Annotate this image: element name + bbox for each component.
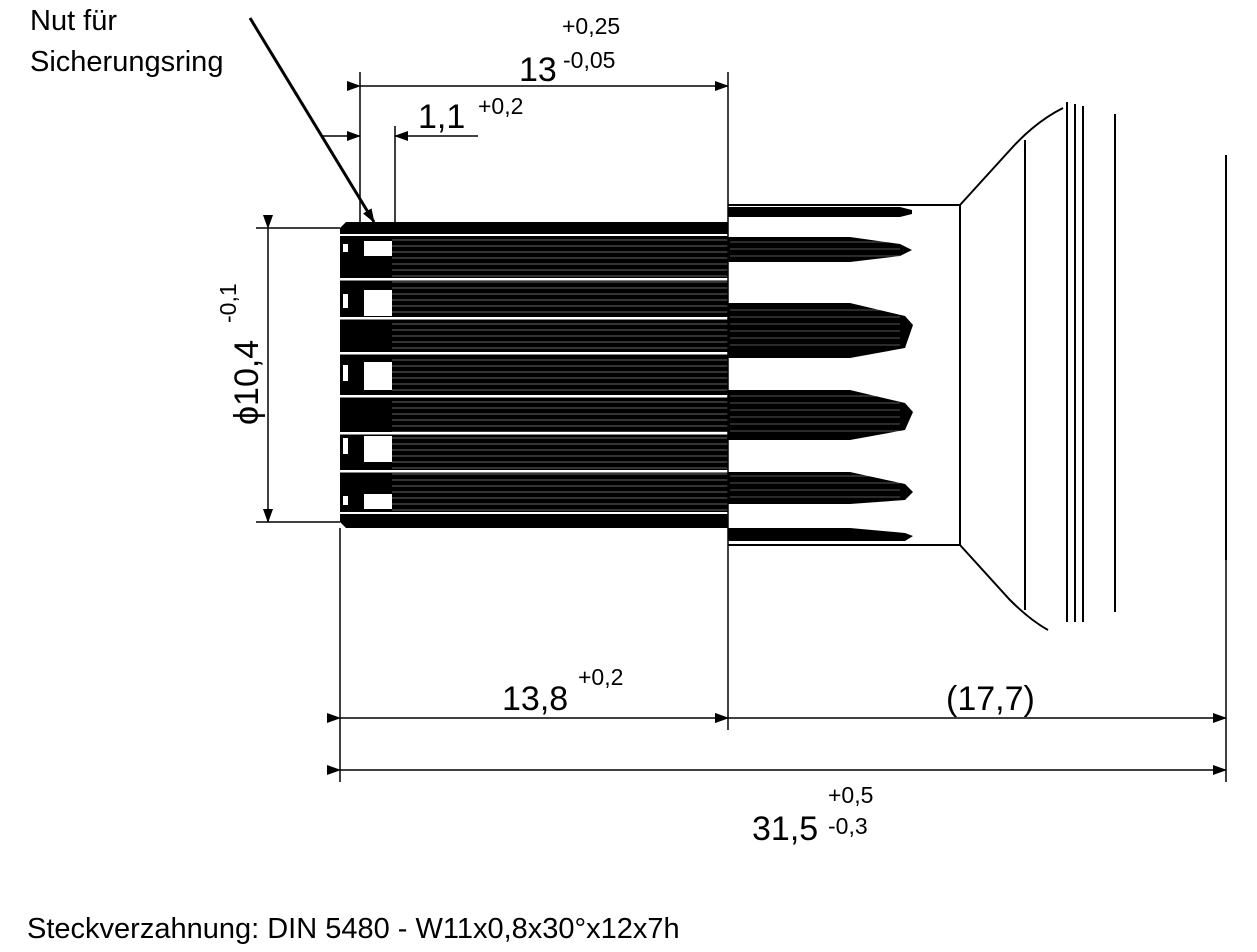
svg-text:ϕ10,4: ϕ10,4 bbox=[228, 340, 266, 425]
spline-teeth bbox=[728, 207, 913, 541]
total-length-lower-tol: -0,3 bbox=[828, 813, 868, 839]
total-length-upper-tol: +0,5 bbox=[828, 782, 873, 808]
shaft-spline-body bbox=[340, 222, 728, 528]
diameter-symbol: ϕ bbox=[228, 406, 266, 425]
spline-specification: Steckverzahnung: DIN 5480 - W11x0,8x30°x… bbox=[27, 913, 680, 945]
shaft-length-value: 13,8 bbox=[502, 680, 568, 718]
diameter-label: ϕ10,4 -0,1 bbox=[215, 283, 266, 425]
annotation-line1: Nut für bbox=[30, 5, 117, 37]
spline-length-lower-tol: -0,05 bbox=[563, 47, 615, 73]
remaining-length-value: (17,7) bbox=[946, 680, 1035, 718]
extension-lines bbox=[256, 72, 1227, 782]
spline-length-upper-tol: +0,25 bbox=[562, 13, 620, 39]
hub-collar bbox=[728, 102, 1227, 631]
groove-leader-arrow bbox=[248, 17, 376, 223]
diameter-value: 10,4 bbox=[228, 340, 266, 406]
diameter-lower-tol: -0,1 bbox=[215, 283, 241, 323]
groove-length-value: 1,1 bbox=[418, 98, 465, 136]
shaft-length-upper-tol: +0,2 bbox=[578, 664, 623, 690]
spline-length-value: 13 bbox=[519, 51, 557, 89]
dimension-lines bbox=[263, 81, 1227, 775]
groove-length-upper-tol: +0,2 bbox=[478, 93, 523, 119]
total-length-value: 31,5 bbox=[752, 810, 818, 848]
annotation-line2: Sicherungsring bbox=[30, 46, 223, 78]
groove-cutouts bbox=[364, 241, 392, 509]
